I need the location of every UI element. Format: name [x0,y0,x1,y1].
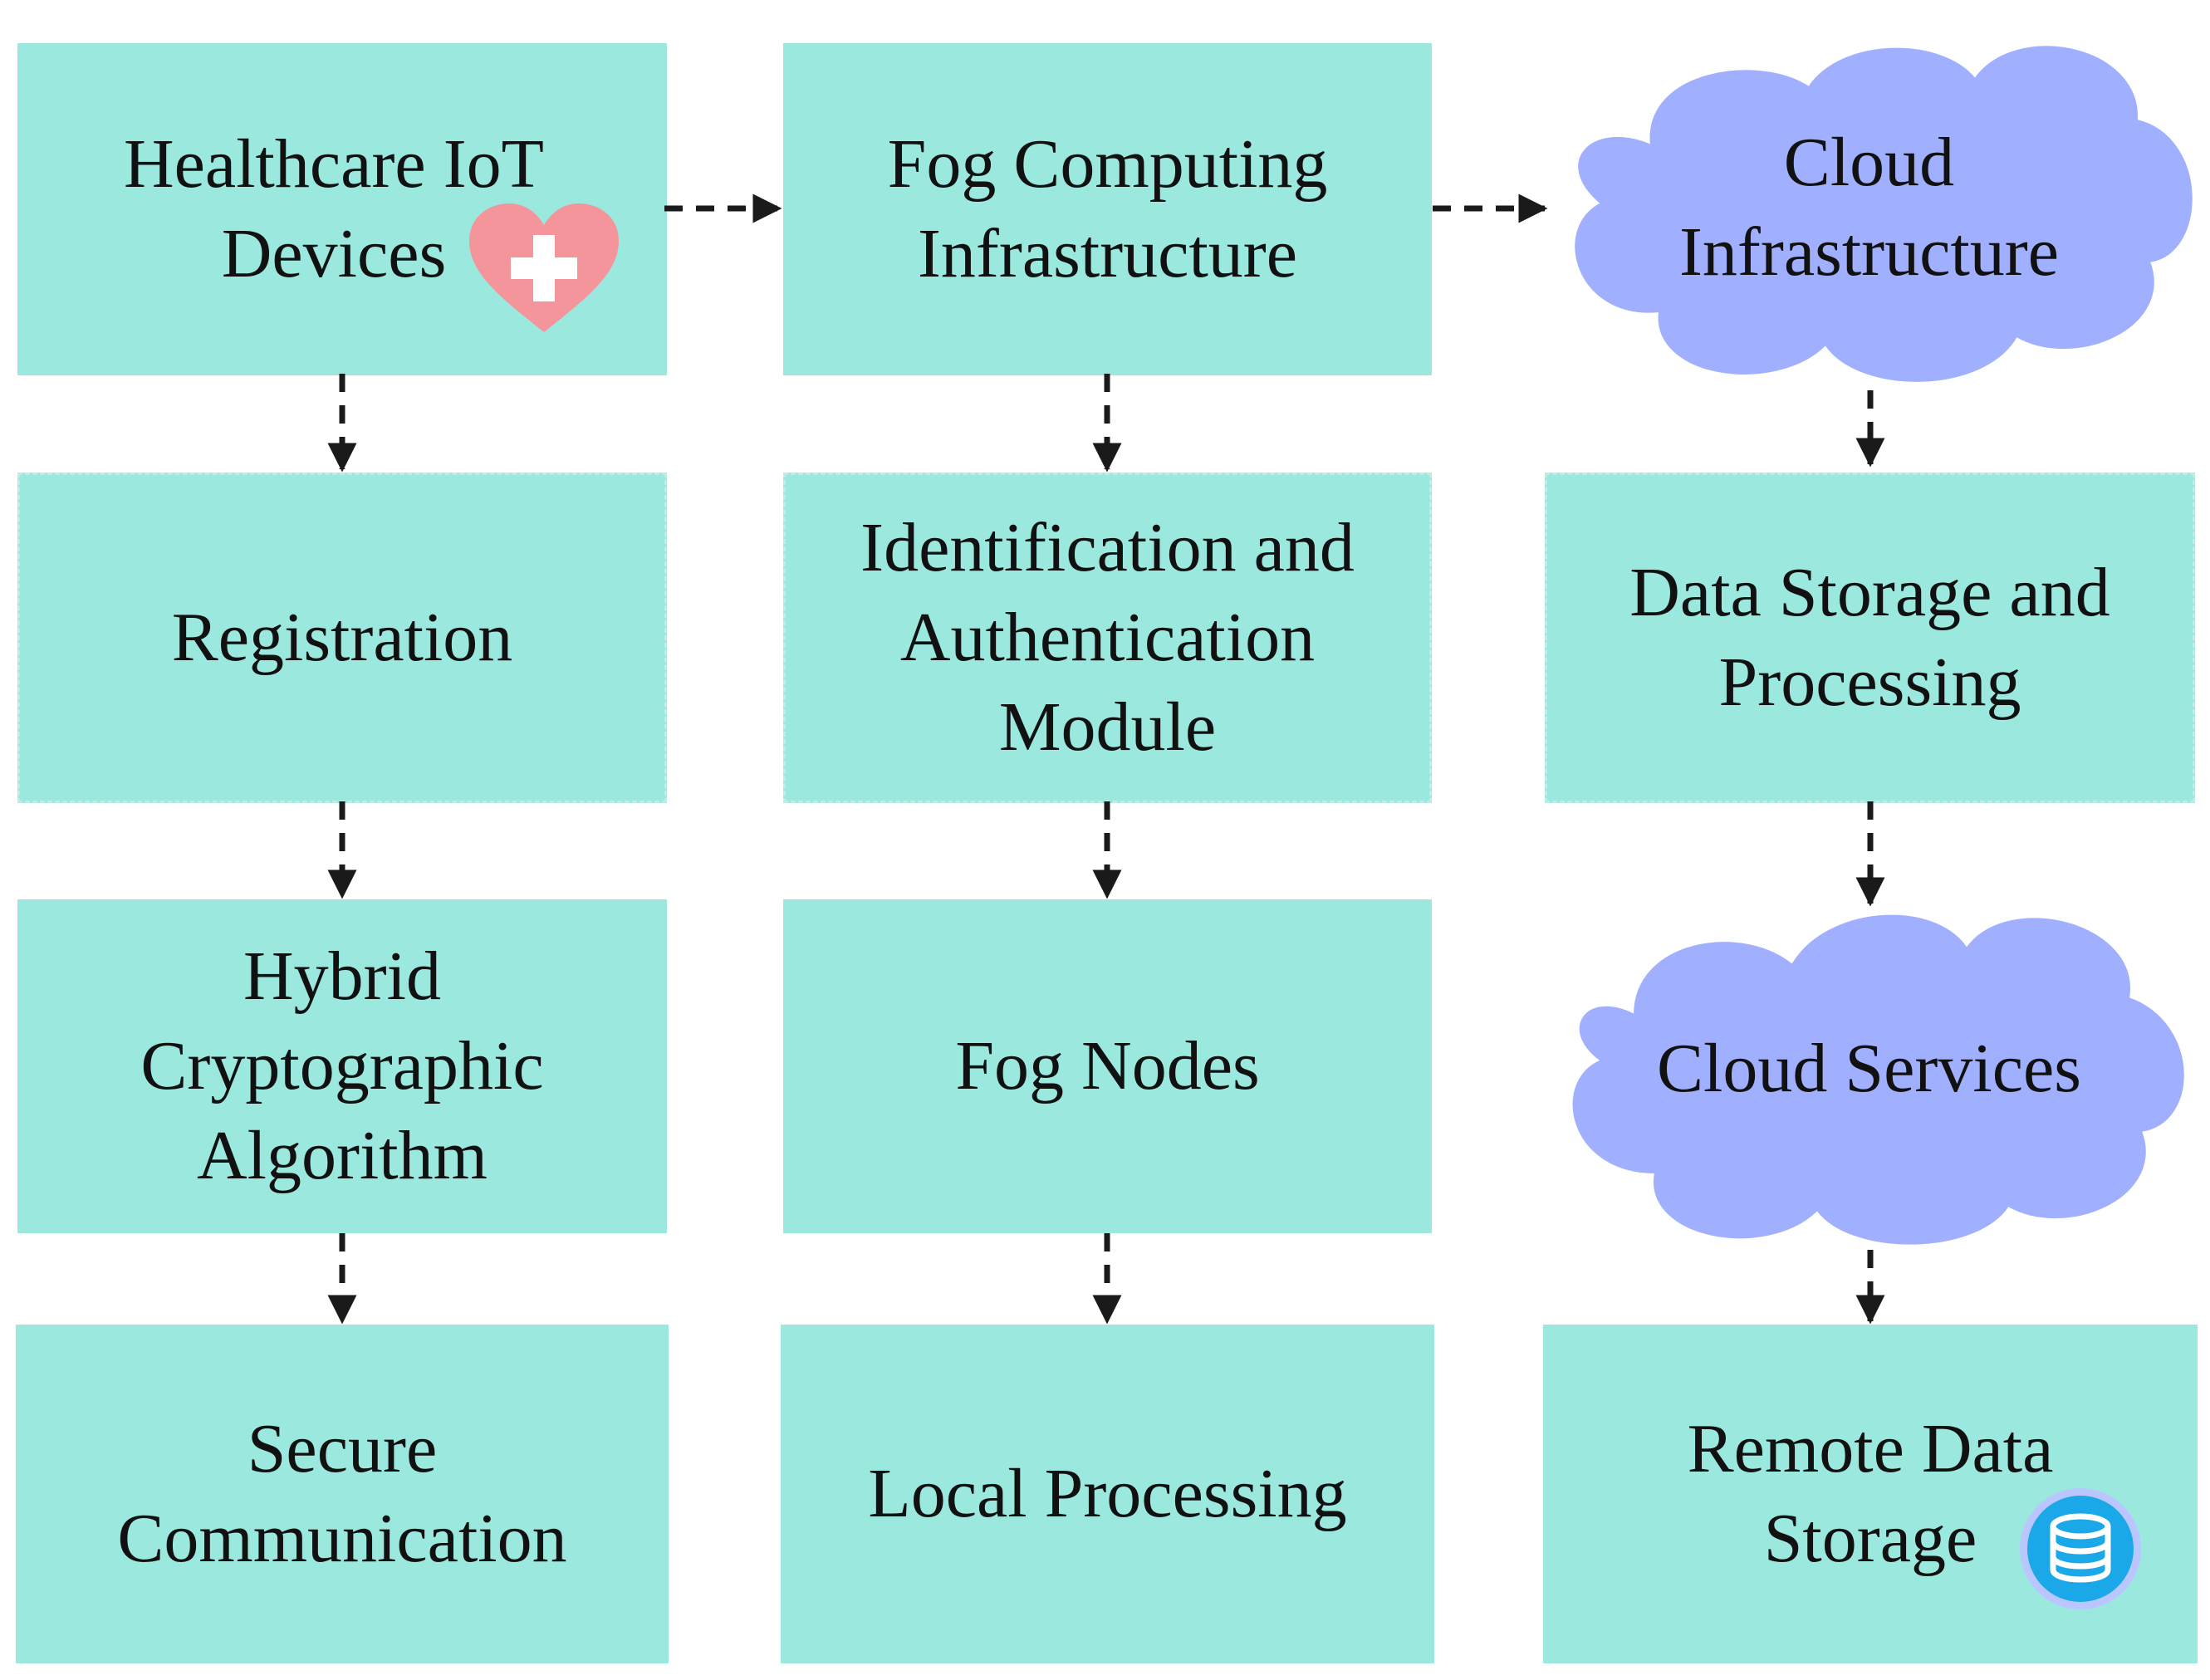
node-secure-communication: Secure Communication [16,1325,669,1663]
node-label: Secure Communication [117,1410,567,1577]
node-label: Identification and Authentication Module [860,509,1355,766]
node-identification-authentication-module: Identification and Authentication Module [783,473,1432,803]
cloud-shape [1575,46,2193,382]
database-icon [2020,1488,2141,1609]
node-fog-nodes: Fog Nodes [783,899,1432,1233]
node-cloud-services: Cloud Services [1543,882,2195,1256]
node-label: Hybrid Cryptographic Algorithm [140,938,544,1194]
node-label: Fog Computing Infrastructure [887,125,1328,292]
heart-plus-icon [469,203,619,332]
node-label: Cloud Services [1657,1030,2081,1107]
node-label: Fog Nodes [955,1027,1260,1104]
node-label: Healthcare IoT Devices [123,125,544,292]
node-hybrid-cryptographic-algorithm: Hybrid Cryptographic Algorithm [17,899,667,1233]
cloud-shape [1572,914,2184,1245]
node-label: Local Processing [868,1455,1347,1532]
node-fog-computing-infrastructure: Fog Computing Infrastructure [783,43,1432,375]
node-local-processing: Local Processing [781,1325,1434,1663]
node-cloud-infrastructure: Cloud Infrastructure [1543,21,2195,394]
node-label: Remote Data Storage [1687,1410,2054,1577]
node-registration: Registration [17,473,667,803]
node-label: Cloud Infrastructure [1678,124,2060,291]
node-label: Data Storage and Processing [1629,554,2110,721]
node-label: Registration [171,599,513,676]
